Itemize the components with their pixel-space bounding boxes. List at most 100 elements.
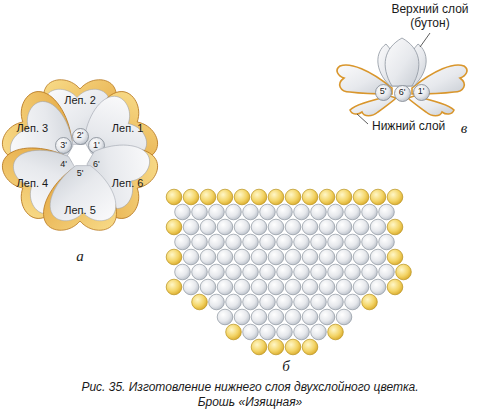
yellow-bead bbox=[166, 219, 182, 235]
white-bead bbox=[319, 309, 335, 325]
white-bead bbox=[294, 204, 310, 220]
yellow-bead bbox=[387, 279, 403, 295]
white-bead bbox=[285, 219, 301, 235]
white-bead bbox=[345, 264, 361, 280]
white-bead bbox=[294, 294, 310, 310]
white-bead bbox=[200, 279, 216, 295]
white-bead bbox=[268, 249, 284, 265]
white-bead bbox=[183, 219, 199, 235]
yellow-bead bbox=[387, 189, 403, 205]
white-bead bbox=[192, 234, 208, 250]
white-bead bbox=[209, 294, 225, 310]
white-bead bbox=[217, 279, 233, 295]
white-bead bbox=[302, 279, 318, 295]
bead-circle bbox=[413, 84, 429, 100]
petal-label: Леп. 5 bbox=[64, 204, 96, 216]
white-bead bbox=[302, 249, 318, 265]
yellow-bead bbox=[319, 189, 335, 205]
white-bead bbox=[243, 324, 259, 340]
white-bead bbox=[345, 204, 361, 220]
white-bead bbox=[285, 279, 301, 295]
yellow-bead bbox=[328, 324, 344, 340]
white-bead bbox=[226, 264, 242, 280]
white-bead bbox=[311, 234, 327, 250]
yellow-bead bbox=[387, 219, 403, 235]
white-bead bbox=[336, 279, 352, 295]
yellow-bead bbox=[353, 189, 369, 205]
white-bead bbox=[370, 279, 386, 295]
white-bead bbox=[251, 249, 267, 265]
yellow-bead bbox=[362, 294, 378, 310]
white-bead bbox=[336, 219, 352, 235]
white-bead bbox=[209, 234, 225, 250]
white-bead bbox=[260, 324, 276, 340]
white-bead bbox=[226, 294, 242, 310]
bead: 2' bbox=[72, 128, 89, 145]
yellow-bead bbox=[200, 189, 216, 205]
white-bead bbox=[370, 219, 386, 235]
white-bead bbox=[234, 249, 250, 265]
yellow-bead bbox=[285, 189, 301, 205]
white-bead bbox=[336, 309, 352, 325]
leader-line bbox=[357, 114, 368, 124]
bead-number: 6' bbox=[399, 88, 406, 98]
white-bead bbox=[294, 264, 310, 280]
yellow-bead bbox=[217, 189, 233, 205]
bead-net bbox=[166, 189, 411, 355]
yellow-bead bbox=[302, 339, 318, 355]
white-bead bbox=[345, 294, 361, 310]
figure-letter: а bbox=[70, 248, 90, 265]
white-bead bbox=[251, 219, 267, 235]
white-bead bbox=[328, 204, 344, 220]
bead-circle bbox=[56, 138, 72, 154]
white-bead bbox=[200, 249, 216, 265]
bead: 6' bbox=[394, 85, 411, 102]
white-bead bbox=[294, 324, 310, 340]
petal-label: Леп. 2 bbox=[64, 94, 96, 106]
lower-petal bbox=[350, 96, 396, 116]
white-bead bbox=[362, 204, 378, 220]
white-bead bbox=[277, 264, 293, 280]
bead-number: 6' bbox=[93, 160, 100, 170]
yellow-bead bbox=[183, 189, 199, 205]
white-bead bbox=[277, 234, 293, 250]
yellow-bead bbox=[302, 189, 318, 205]
white-bead bbox=[277, 204, 293, 220]
white-bead bbox=[328, 294, 344, 310]
white-bead bbox=[353, 219, 369, 235]
white-bead bbox=[319, 279, 335, 295]
white-bead bbox=[209, 204, 225, 220]
yellow-bead bbox=[192, 294, 208, 310]
white-bead bbox=[209, 264, 225, 280]
bead-circle bbox=[72, 128, 88, 144]
white-bead bbox=[217, 249, 233, 265]
white-bead bbox=[277, 324, 293, 340]
bead: 5' bbox=[375, 84, 392, 101]
white-bead bbox=[379, 234, 395, 250]
petal-label: Леп. 6 bbox=[112, 176, 144, 188]
yellow-bead bbox=[268, 339, 284, 355]
white-bead bbox=[353, 249, 369, 265]
white-bead bbox=[328, 264, 344, 280]
white-bead bbox=[302, 219, 318, 235]
bead-number: 1' bbox=[418, 87, 425, 97]
yellow-bead bbox=[166, 249, 182, 265]
petal-label: Леп. 3 bbox=[17, 121, 49, 133]
white-bead bbox=[277, 294, 293, 310]
white-bead bbox=[251, 279, 267, 295]
white-bead bbox=[311, 324, 327, 340]
white-bead bbox=[175, 204, 191, 220]
white-bead bbox=[243, 294, 259, 310]
white-bead bbox=[294, 234, 310, 250]
figure-letter: б bbox=[276, 358, 296, 375]
white-bead bbox=[311, 204, 327, 220]
bead-number: 5' bbox=[380, 87, 387, 97]
bead-number: 3' bbox=[60, 141, 67, 151]
white-bead bbox=[285, 309, 301, 325]
white-bead bbox=[362, 234, 378, 250]
bud-petal bbox=[385, 38, 419, 86]
side-view-flower bbox=[337, 38, 467, 116]
petal-face bbox=[50, 166, 116, 221]
bead-circle bbox=[394, 85, 410, 101]
white-bead bbox=[268, 309, 284, 325]
